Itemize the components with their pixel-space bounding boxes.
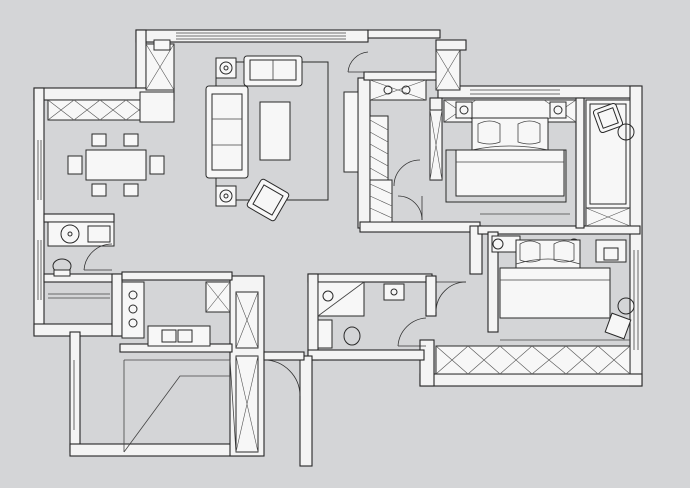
- coffee-table-icon: [259, 101, 291, 161]
- second-bedroom: [435, 235, 635, 375]
- side-table-icon: [617, 123, 635, 141]
- chair-icon: [67, 133, 165, 197]
- balcony: [123, 355, 301, 453]
- washbasin-icon: [60, 224, 80, 244]
- living-room: [145, 39, 369, 222]
- dining-table-icon: [85, 149, 147, 181]
- stove-icon: [121, 281, 145, 339]
- kitchen: [121, 281, 259, 349]
- double-bed-icon: [455, 117, 565, 197]
- study: [585, 99, 635, 227]
- windows: [37, 32, 639, 430]
- master-bedroom: [443, 99, 577, 215]
- double-bed-icon: [499, 239, 611, 319]
- washbasin-icon: [383, 283, 405, 301]
- dining-room: [47, 91, 175, 197]
- sink-icon: [161, 329, 177, 343]
- armchair-icon: [592, 102, 624, 134]
- side-table-icon: [215, 57, 237, 207]
- loveseat-icon: [243, 55, 303, 87]
- toilet-icon: [343, 326, 361, 346]
- bathroom-small: [47, 221, 115, 299]
- bathroom-main: [317, 281, 427, 349]
- wardrobe-icon: [435, 345, 631, 375]
- sideboard-icon: [47, 99, 153, 121]
- armchair-icon: [246, 178, 290, 222]
- side-table-icon: [617, 297, 635, 315]
- wardrobe-room: [369, 79, 443, 223]
- nightstand-icon: [455, 101, 567, 119]
- sofa-icon: [205, 85, 249, 179]
- door-icon: [347, 51, 369, 73]
- chair-icon: [603, 247, 619, 261]
